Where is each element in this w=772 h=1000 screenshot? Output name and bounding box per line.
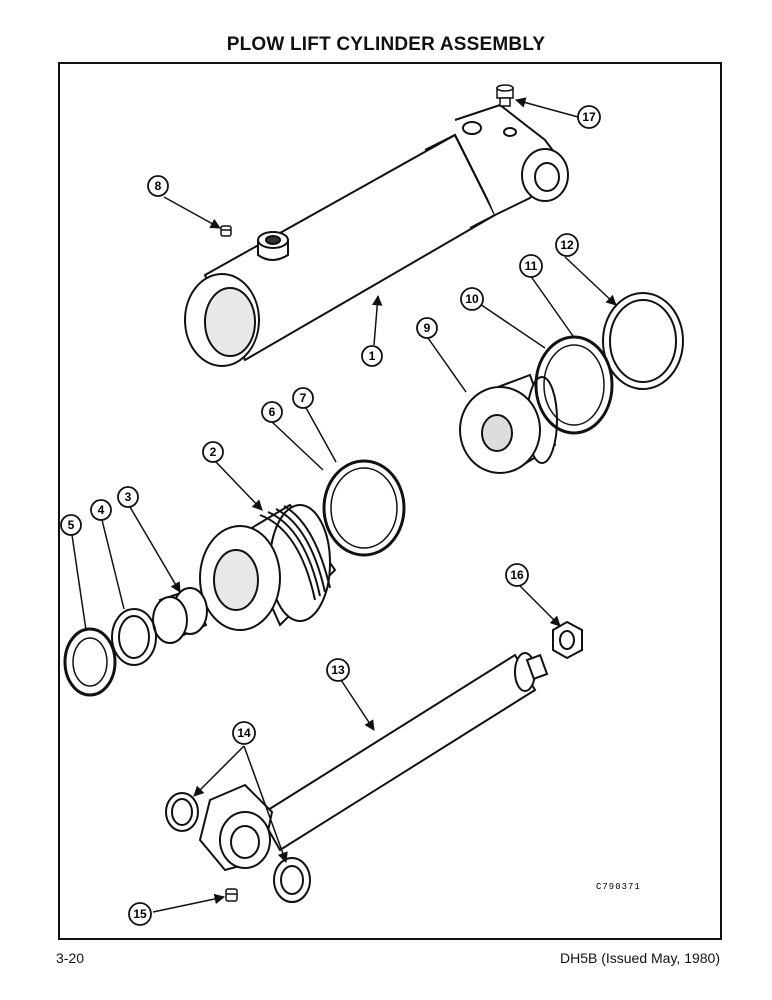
svg-text:15: 15: [133, 907, 147, 921]
page-number: 3-20: [56, 950, 85, 966]
callout-6: 6: [261, 401, 283, 423]
svg-text:6: 6: [269, 405, 276, 419]
callout-2: 2: [202, 441, 224, 463]
piston-rod-13-part: [198, 652, 549, 872]
callout-13: 13: [326, 658, 350, 682]
set-screw-15-part: [225, 888, 238, 902]
svg-text:9: 9: [424, 321, 431, 335]
svg-text:14: 14: [237, 726, 251, 740]
svg-text:1: 1: [369, 349, 376, 363]
nut-16-part: [552, 620, 583, 660]
callout-7: 7: [292, 387, 314, 409]
callout-15: 15: [128, 902, 152, 926]
cylinder-barrel-part: [184, 103, 569, 367]
svg-text:2: 2: [210, 445, 217, 459]
svg-text:10: 10: [465, 292, 479, 306]
svg-text:7: 7: [300, 391, 307, 405]
bushing-14-part: [165, 792, 311, 903]
callout-1: 1: [361, 345, 383, 367]
svg-text:8: 8: [155, 179, 162, 193]
seal-ring-10-11-part: [534, 335, 614, 435]
callout-10: 10: [460, 287, 484, 311]
wiper-5-part: [63, 627, 117, 697]
callout-12: 12: [555, 233, 579, 257]
piston-9-part: [459, 373, 558, 474]
drawing-code: C790371: [596, 882, 641, 892]
callout-9: 9: [416, 317, 438, 339]
leader-lines: [71, 97, 617, 913]
bushing-3-part: [152, 587, 208, 644]
callout-17: 17: [577, 105, 601, 129]
svg-text:4: 4: [98, 503, 105, 517]
ring-4-part: [111, 608, 157, 666]
callout-14: 14: [232, 721, 256, 745]
svg-text:17: 17: [582, 110, 596, 124]
grease-fitting-17-part: [496, 84, 514, 107]
o-ring-6-7-part: [322, 459, 406, 557]
gland-2-part: [199, 503, 337, 631]
page-title: PLOW LIFT CYLINDER ASSEMBLY: [226, 34, 546, 55]
callout-3: 3: [117, 486, 139, 508]
callout-5: 5: [60, 514, 82, 536]
svg-text:13: 13: [331, 663, 345, 677]
svg-text:12: 12: [560, 238, 574, 252]
callout-16: 16: [505, 563, 529, 587]
svg-text:11: 11: [525, 259, 538, 273]
diagram-frame: [58, 62, 722, 940]
callout-4: 4: [90, 499, 112, 521]
set-screw-8-part: [220, 225, 232, 237]
document-reference: DH5B (Issued May, 1980): [559, 950, 720, 966]
callout-11: 11: [519, 254, 543, 278]
wear-ring-12-part: [602, 292, 684, 390]
callout-8: 8: [147, 175, 169, 197]
svg-text:5: 5: [68, 518, 75, 532]
svg-text:16: 16: [510, 568, 524, 582]
svg-text:3: 3: [125, 490, 132, 504]
